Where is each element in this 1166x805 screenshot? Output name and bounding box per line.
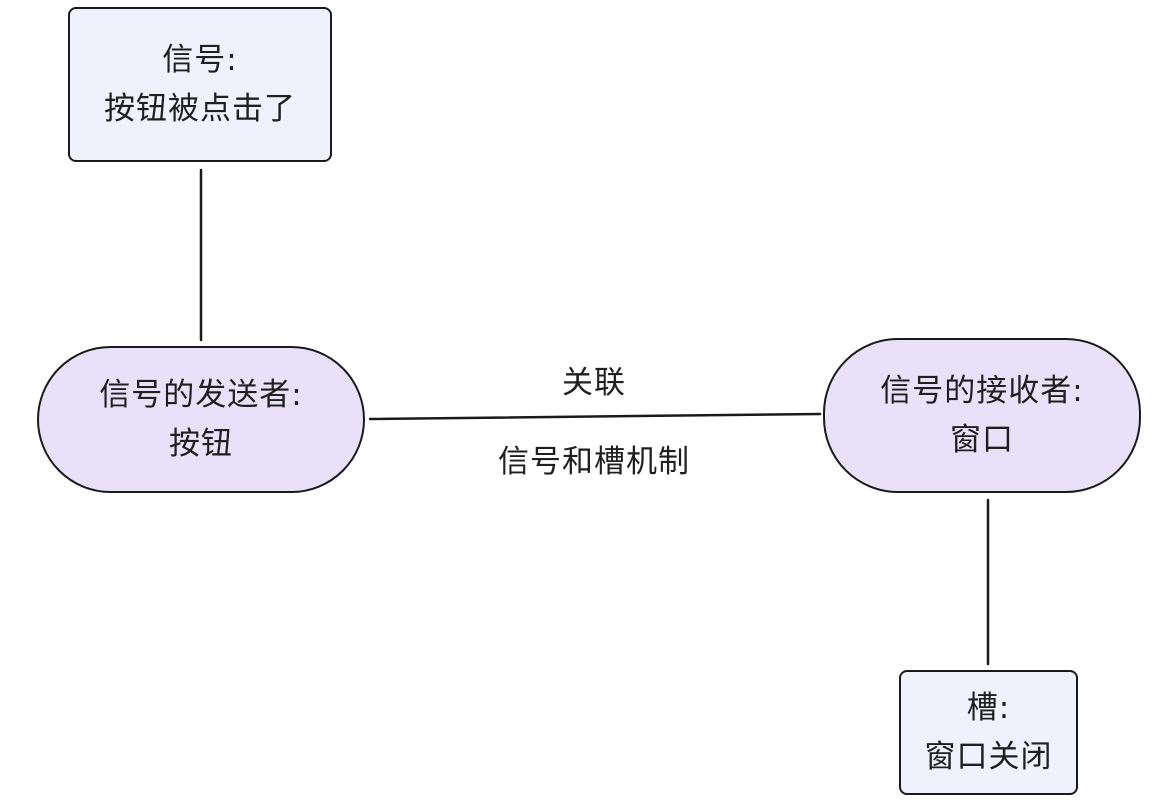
- sender-to-receiver-line: [368, 412, 822, 421]
- slot-node-value: 窗口关闭: [924, 738, 1053, 775]
- sender-node-title: 信号的发送者:: [99, 377, 303, 414]
- slot-node-title: 槽:: [966, 690, 1011, 727]
- receiver-node-title: 信号的接收者:: [880, 373, 1084, 410]
- receiver-node-value: 窗口: [950, 421, 1014, 458]
- slot-node: 槽: 窗口关闭: [899, 670, 1078, 795]
- sender-node-value: 按钮: [169, 425, 233, 462]
- receiver-node: 信号的接收者: 窗口: [823, 338, 1141, 493]
- signal-node-value: 按钮被点击了: [104, 90, 296, 127]
- connection-label-above: 关联: [562, 365, 626, 401]
- sender-node: 信号的发送者: 按钮: [37, 346, 365, 493]
- signal-node-title: 信号:: [162, 42, 238, 79]
- signal-node: 信号: 按钮被点击了: [68, 7, 332, 162]
- connection-label-below: 信号和槽机制: [498, 444, 690, 480]
